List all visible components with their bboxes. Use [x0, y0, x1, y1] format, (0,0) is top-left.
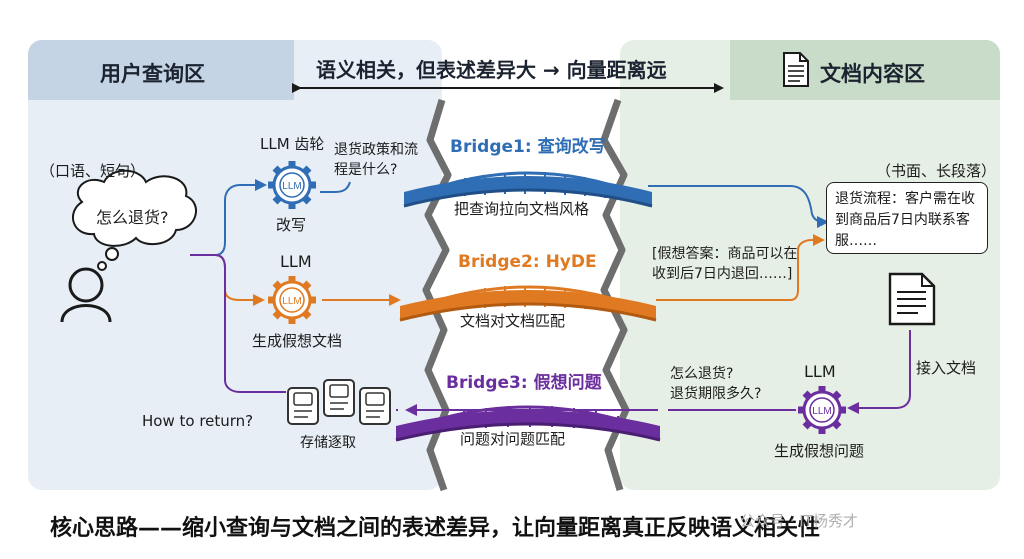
gear-icon-bridge1 — [268, 161, 316, 209]
watermark: 公众号 · IT杨秀才 — [740, 512, 858, 530]
bridge2-gear-label: LLM — [280, 252, 312, 271]
bridge1-to-doc-arrow — [789, 185, 829, 228]
distance-caption: 语义相关，但表述差异大 → 向量距离远 — [316, 58, 667, 82]
gear1-inner-label: LLM — [282, 181, 301, 192]
gear-icon-bridge2 — [268, 276, 316, 324]
bridge3-graphic — [395, 405, 661, 442]
bridge1-graphic — [403, 171, 653, 208]
user-query-header — [28, 40, 294, 100]
bridge2-generate-label: 生成假想文档 — [252, 332, 343, 350]
user-icon — [60, 267, 112, 323]
storage-label: 存储逐取 — [300, 435, 356, 451]
flow-line-bridge1 — [190, 179, 267, 256]
bridge2-hypothetical-answer: [假想答案：商品可以在收到后7日内退回……] — [652, 246, 798, 282]
user-thought-text: 怎么退货? — [96, 208, 169, 227]
bridge2-graphic — [399, 285, 657, 322]
document-content-header — [730, 40, 1000, 100]
return-question-text: How to return? — [142, 412, 254, 430]
bridge3-title: Bridge3: 假想问题 — [446, 373, 602, 393]
user-query-title: 用户查询区 — [100, 62, 205, 86]
doc-to-gear3-arrow — [847, 330, 911, 414]
bridge1-rewrite-label: 改写 — [276, 216, 307, 234]
bridge2-to-doc-arrow — [656, 234, 825, 301]
thought-bubble — [72, 169, 197, 271]
bridge1-title: Bridge1: 查询改写 — [450, 137, 606, 157]
gear-icon-bridge3 — [798, 386, 846, 434]
bridge3-hypothetical-questions: 怎么退货? 退货期限多久? — [670, 366, 762, 402]
document-file-icon — [888, 272, 936, 326]
bridge3-gear-label: LLM — [804, 362, 836, 381]
document-style-note: （书面、长段落） — [876, 162, 997, 180]
gear-to-query-line — [320, 181, 351, 193]
bridge1-rewritten-query: 退货政策和流程是什么? — [334, 142, 418, 178]
gear2-inner-label: LLM — [282, 296, 301, 307]
bridge3-generate-label: 生成假想问题 — [774, 442, 865, 460]
flow-line-bridge3 — [190, 254, 286, 393]
stored-question-cards — [287, 379, 391, 425]
bridge1-subtitle: 把查询拉向文档风格 — [454, 200, 590, 218]
bridge1-gear-label: LLM 齿轮 — [260, 135, 325, 153]
bridge2-title: Bridge2: HyDE — [458, 252, 597, 272]
ingest-document-label: 接入文档 — [916, 359, 977, 377]
gear3-inner-label: LLM — [812, 406, 831, 417]
document-content-title: 文档内容区 — [820, 62, 925, 86]
document-text-box: 退货流程：客户需在收到商品后7日内联系客服…… — [826, 182, 988, 254]
bridge3-subtitle: 问题对问题匹配 — [460, 430, 566, 448]
core-idea-caption: 核心思路——缩小查询与文档之间的表述差异，让向量距离真正反映语义相关性 — [50, 516, 821, 541]
query-style-note: （口语、短句） — [40, 162, 146, 180]
document-icon — [783, 52, 809, 87]
bridge2-subtitle: 文档对文档匹配 — [460, 312, 566, 330]
